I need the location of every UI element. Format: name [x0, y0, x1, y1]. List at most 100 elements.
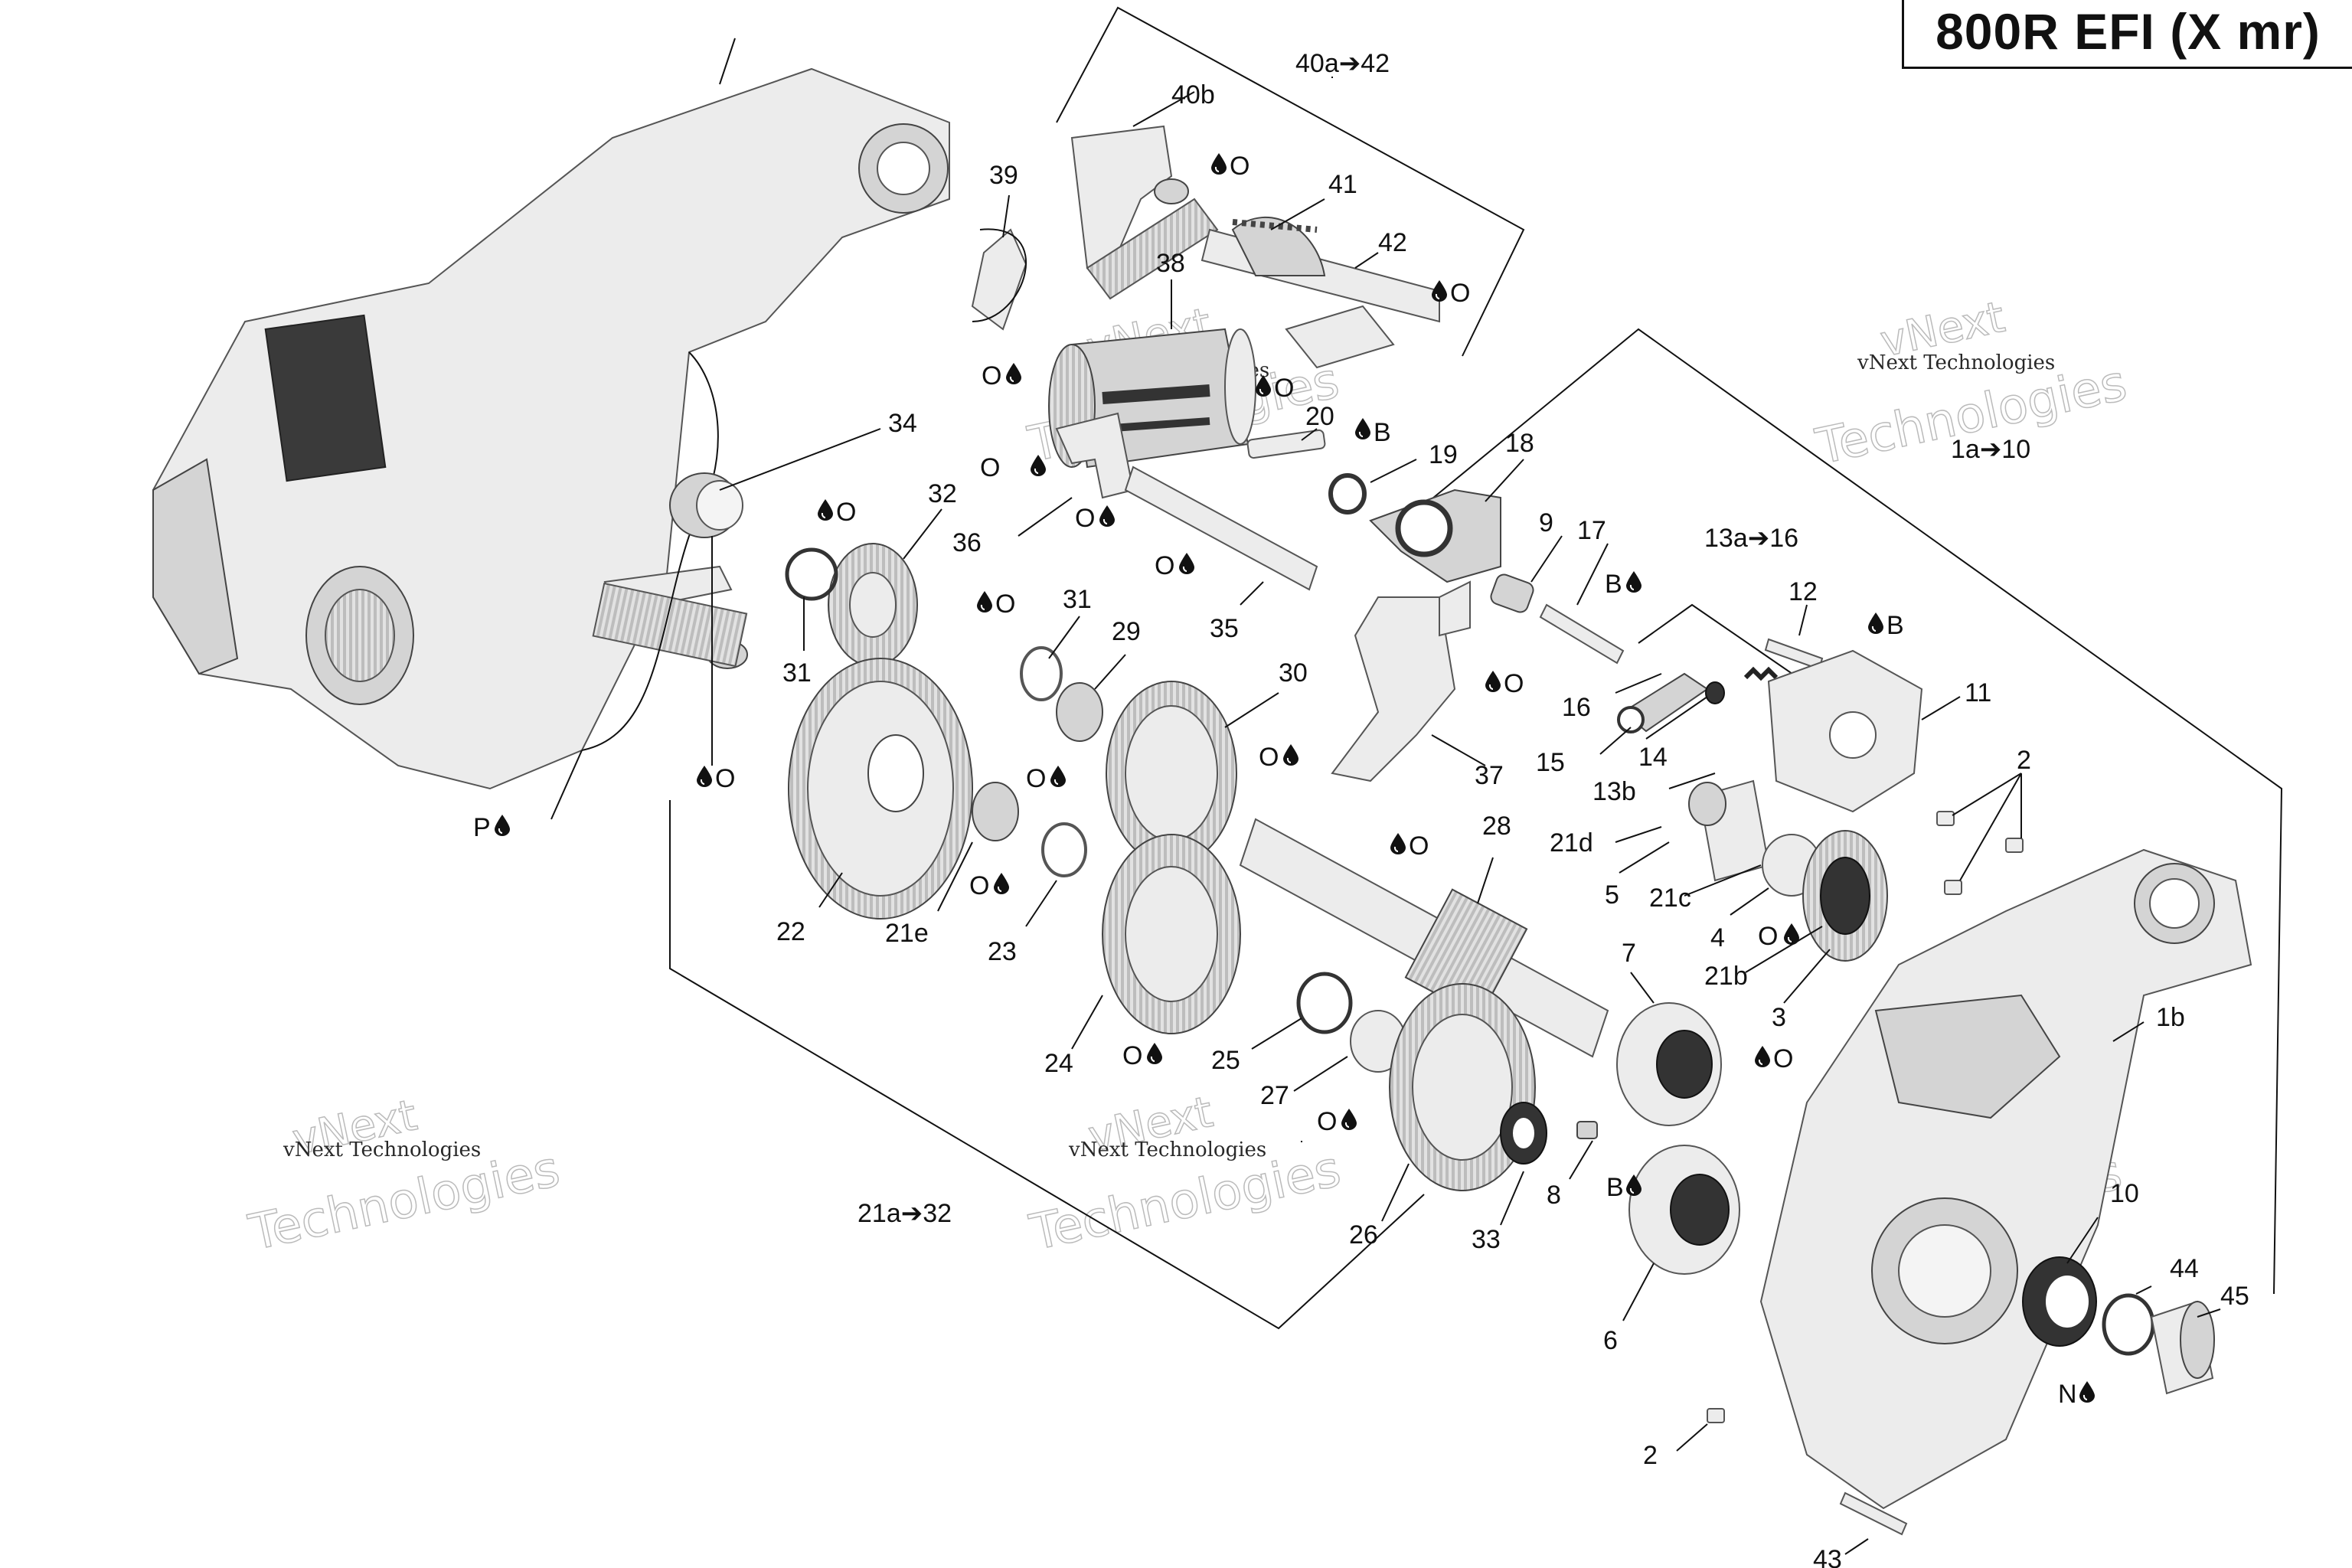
- svg-text:O: O: [1317, 1107, 1337, 1136]
- svg-text:B: B: [1606, 1173, 1624, 1202]
- bracket-group-40a-42: [1056, 6, 1525, 357]
- washer-19: [1328, 473, 1367, 514]
- leader-lines: [550, 91, 2221, 1555]
- label-26: 26: [1349, 1220, 1378, 1250]
- drop-icon: [1211, 153, 1227, 175]
- pin-20: [1246, 429, 1326, 459]
- label-6: 6: [1603, 1326, 1618, 1355]
- label-10: 10: [2110, 1179, 2139, 1208]
- shift-shaft-42: [1200, 216, 1440, 369]
- drop-icon: [1341, 1109, 1357, 1130]
- plate-39: [971, 228, 1027, 331]
- dowel-pins-2: [1707, 811, 2024, 1423]
- label-31-right: 31: [1063, 585, 1092, 614]
- label-11: 11: [1965, 678, 1991, 707]
- bolt-43: [1839, 1491, 1908, 1536]
- washer-33: [1500, 1102, 1547, 1165]
- label-14: 14: [1638, 743, 1668, 772]
- drop-icon: [994, 873, 1009, 894]
- drop-icon: [1099, 505, 1115, 527]
- shift-quadrant-40b: [1070, 125, 1219, 300]
- drop-icon: [1147, 1043, 1162, 1064]
- shaft-35: [1124, 466, 1318, 591]
- watermark-bottom-center: Technologies vNext vNext Technologies: [1024, 1086, 1346, 1263]
- drop-icon: [697, 766, 712, 787]
- label-23: 23: [988, 937, 1017, 966]
- svg-text:O: O: [1773, 1044, 1793, 1073]
- seal-10: [2022, 1256, 2097, 1347]
- label-16: 16: [1562, 693, 1591, 722]
- fork-37: [1331, 580, 1471, 782]
- label-38: 38: [1156, 249, 1185, 278]
- svg-text:O: O: [715, 764, 735, 793]
- label-24: 24: [1044, 1049, 1073, 1078]
- drop-icon: [1283, 744, 1298, 766]
- label-group-1a-10: 1a➔10: [1951, 435, 2030, 464]
- callout-labels: 40b 39 41 42 38 20 19 18 34 32 36 9 17 3…: [776, 49, 2249, 1568]
- svg-text:vNext Technologies: vNext Technologies: [283, 1138, 481, 1161]
- label-group-21a-32: 21a➔32: [858, 1199, 952, 1228]
- label-21c: 21c: [1649, 884, 1691, 913]
- drop-icon: [495, 815, 510, 836]
- output-shaft-28: [1239, 818, 1609, 1058]
- label-8: 8: [1547, 1181, 1561, 1210]
- gear-3: [1802, 830, 1888, 962]
- label-19: 19: [1429, 440, 1458, 469]
- label-42: 42: [1378, 228, 1407, 257]
- lever-18: [1369, 488, 1501, 583]
- svg-text:O: O: [1026, 764, 1046, 793]
- label-43: 43: [1813, 1545, 1842, 1568]
- label-group-40a-42: 40a➔42: [1295, 49, 1390, 78]
- label-17: 17: [1577, 516, 1606, 545]
- bearing-21e: [972, 782, 1019, 841]
- label-25: 25: [1211, 1046, 1240, 1075]
- svg-text:O: O: [1075, 504, 1095, 533]
- label-15: 15: [1536, 748, 1565, 777]
- svg-text:N: N: [2058, 1380, 2077, 1409]
- watermark-bottom-left: Technologies vNext vNext Technologies: [243, 1090, 565, 1263]
- bracket-11: [1767, 649, 1923, 813]
- label-36: 36: [952, 528, 982, 557]
- bolt-8: [1576, 1121, 1598, 1139]
- svg-text:B: B: [1374, 418, 1391, 447]
- label-7: 7: [1622, 939, 1636, 968]
- svg-text:O: O: [1409, 831, 1429, 861]
- svg-text:O: O: [969, 871, 989, 900]
- label-21d: 21d: [1550, 828, 1593, 858]
- bracket-group-21a-32: [669, 800, 1425, 1330]
- drop-icon: [1355, 418, 1370, 439]
- svg-text:O: O: [1450, 279, 1470, 308]
- drop-icon: [1432, 280, 1447, 302]
- label-33: 33: [1472, 1225, 1501, 1254]
- o-ring-44: [2102, 1293, 2155, 1356]
- label-21e: 21e: [885, 919, 929, 948]
- lubricant-marks: O O O O B O O O O O B B O O O O O O O: [473, 152, 2095, 1409]
- left-housing: [152, 38, 950, 790]
- drop-icon: [1179, 553, 1194, 574]
- label-39: 39: [989, 161, 1018, 190]
- circlip-23: [1041, 822, 1087, 877]
- label-13b: 13b: [1592, 777, 1636, 806]
- gear-22: [788, 658, 973, 920]
- drop-icon: [1784, 923, 1799, 945]
- label-2-bottom: 2: [1643, 1441, 1658, 1470]
- label-1b: 1b: [2156, 1003, 2185, 1032]
- bearing-7: [1616, 1002, 1722, 1126]
- right-cover-1b: [1759, 848, 2252, 1510]
- svg-text:B: B: [1605, 570, 1622, 599]
- drop-icon: [1390, 833, 1406, 854]
- circlip-31-left: [785, 547, 838, 601]
- bracket-group-13a-16: [1638, 603, 1815, 690]
- label-44: 44: [2170, 1254, 2199, 1283]
- drop-icon: [1485, 671, 1501, 692]
- model-title: 800R EFI (X mr): [1902, 0, 2352, 69]
- label-40b: 40b: [1171, 80, 1215, 109]
- svg-text:O: O: [1122, 1041, 1142, 1070]
- drop-icon: [1006, 363, 1021, 384]
- label-37: 37: [1475, 761, 1504, 790]
- label-28: 28: [1482, 812, 1511, 841]
- svg-text:O: O: [836, 498, 856, 527]
- roller-9: [1490, 573, 1534, 613]
- label-32: 32: [928, 479, 957, 508]
- circlip-25: [1296, 972, 1353, 1034]
